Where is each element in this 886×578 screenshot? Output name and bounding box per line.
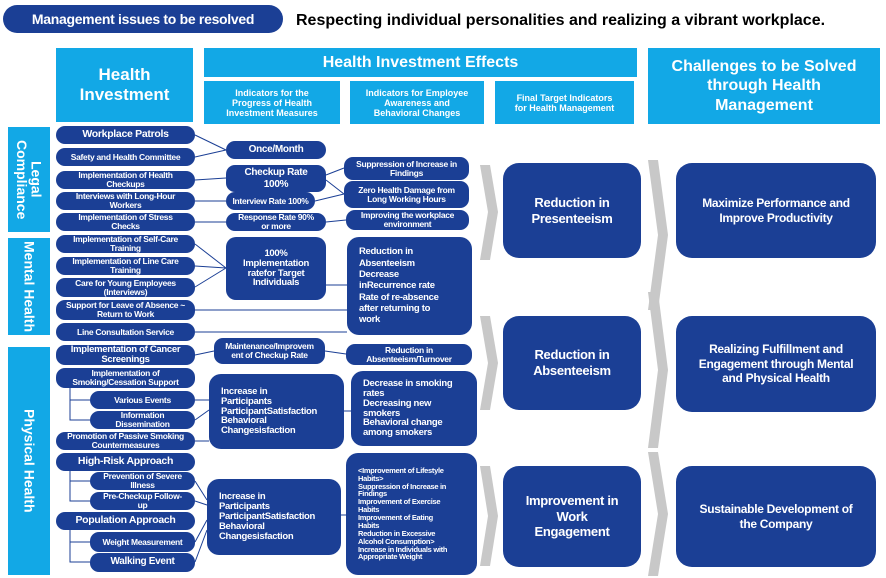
final-target-presenteeism: Reduction in Presenteeism (503, 163, 641, 258)
investment-leave-support: Support for Leave of Absence ~ Return to… (56, 300, 195, 320)
category-mental-health: Mental Health (8, 238, 50, 335)
chevron-arrow-4 (648, 160, 668, 310)
challenge-performance-productivity: Maximize Performance and Improve Product… (676, 163, 876, 258)
final-target-absenteeism: Reduction in Absenteeism (503, 316, 641, 410)
header-health-investment: Health Investment (56, 48, 193, 122)
header-progress-indicators: Indicators for the Progress of Health In… (204, 81, 340, 124)
progress-checkup-rate-maintenance: Maintenance/Improvem ent of Checkup Rate (214, 338, 325, 364)
progress-checkup-rate: Checkup Rate 100% (226, 165, 326, 192)
awareness-smoking-rates: Decrease in smoking rates Decreasing new… (351, 371, 477, 446)
final-target-work-engagement: Improvement in Work Engagement (503, 466, 641, 567)
title-badge: Management issues to be resolved (3, 5, 283, 33)
investment-cancer-screenings: Implementation of Cancer Screenings (56, 345, 195, 365)
challenge-sustainable-development: Sustainable Development of the Company (676, 466, 876, 567)
challenge-fulfillment-engagement: Realizing Fulfillment and Engagement thr… (676, 316, 876, 412)
investment-weight-measurement: Weight Measurement (90, 532, 195, 552)
investment-passive-smoking: Promotion of Passive Smoking Countermeas… (56, 432, 195, 450)
chevron-arrows (480, 160, 668, 576)
chevron-arrow-3 (480, 466, 498, 566)
awareness-absenteeism-recurrence: Reduction in Absenteeism Decrease inRecu… (347, 237, 472, 335)
progress-response-rate: Response Rate 90% or more (226, 213, 326, 231)
awareness-suppression-findings: Suppression of Increase in Findings (344, 157, 469, 180)
chevron-arrow-5 (648, 292, 668, 448)
awareness-absenteeism-turnover: Reduction in Absenteeism/Turnover (346, 344, 472, 365)
chevron-arrow-2 (480, 316, 498, 410)
investment-workplace-patrols: Workplace Patrols (56, 126, 195, 144)
progress-once-month: Once/Month (226, 141, 326, 159)
header-final-target-indicators: Final Target Indicators for Health Manag… (495, 81, 634, 124)
progress-participants-lifestyle: Increase in Participants ParticipantSati… (207, 479, 341, 555)
awareness-zero-health-damage: Zero Health Damage from Long Working Hou… (344, 181, 469, 208)
investment-pre-checkup-follow-up: Pre-Checkup Follow- up (90, 492, 195, 510)
investment-high-risk-approach: High-Risk Approach (56, 453, 195, 471)
investment-safety-committee: Safety and Health Committee (56, 148, 195, 166)
investment-population-approach: Population Approach (56, 512, 195, 530)
header-awareness-indicators: Indicators for Employee Awareness and Be… (350, 81, 484, 124)
header-challenges: Challenges to be Solved through Health M… (648, 48, 880, 124)
category-physical-health: Physical Health (8, 347, 50, 575)
awareness-lifestyle-habits: <Improvement of Lifestyle Habits> Suppre… (346, 453, 477, 575)
investment-information-dissemination: Information Dissemination (90, 411, 195, 429)
investment-severe-illness-prevention: Prevention of Severe Illness (90, 472, 195, 490)
header-health-investment-effects: Health Investment Effects (204, 48, 637, 77)
tagline: Respecting individual personalities and … (296, 12, 826, 29)
progress-implementation-rate: 100% Implementation ratefor Target Indiv… (226, 237, 326, 300)
investment-stress-checks: Implementation of Stress Checks (56, 213, 195, 231)
investment-various-events: Various Events (90, 391, 195, 409)
investment-smoking-cessation: Implementation of Smoking/Cessation Supp… (56, 368, 195, 388)
progress-participants-smoking: Increase in Participants ParticipantSati… (209, 374, 344, 449)
investment-health-checkups: Implementation of Health Checkups (56, 171, 195, 189)
investment-young-employees: Care for Young Employees (Interviews) (56, 278, 195, 297)
investment-long-hour-interviews: Interviews with Long-Hour Workers (56, 192, 195, 210)
chevron-arrow-1 (480, 165, 498, 260)
investment-self-care-training: Implementation of Self-Care Training (56, 235, 195, 253)
awareness-workplace-environment: Improving the workplace environment (346, 210, 469, 230)
progress-interview-rate: Interview Rate 100% (226, 192, 315, 210)
investment-line-consultation: Line Consultation Service (56, 323, 195, 341)
investment-line-care-training: Implementation of Line Care Training (56, 257, 195, 275)
category-legal-compliance: Legal Compliance (8, 127, 50, 232)
chevron-arrow-6 (648, 452, 668, 576)
investment-walking-event: Walking Event (90, 553, 195, 572)
